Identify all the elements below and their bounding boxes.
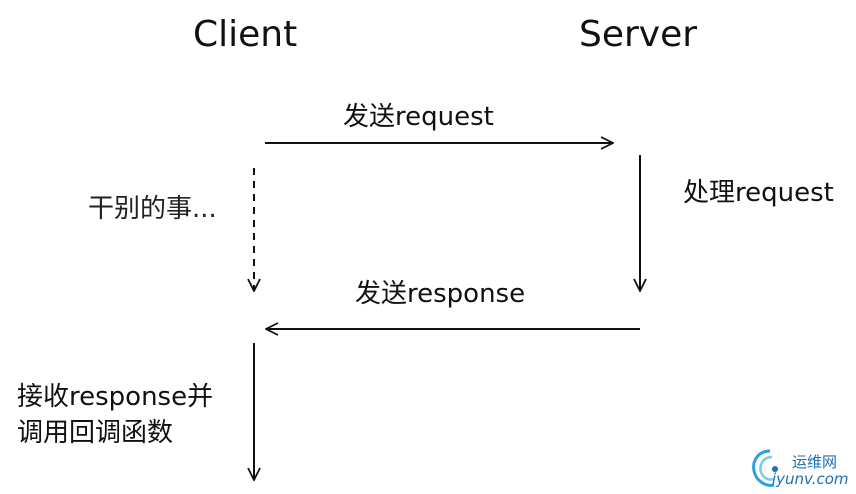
- receive-response-line2: 调用回调函数: [17, 418, 174, 448]
- server-title: Server: [579, 14, 698, 55]
- send-request-label: 发送request: [343, 102, 494, 132]
- watermark-domain: iyunv.com: [772, 470, 849, 488]
- send-response-label: 发送response: [355, 279, 526, 309]
- watermark-logo-icon: [752, 449, 778, 487]
- receive-response-label: 接收response并 调用回调函数: [17, 379, 213, 451]
- receive-response-line1: 接收response并: [17, 382, 214, 412]
- client-title: Client: [193, 14, 298, 55]
- do-other-things-label: 干别的事...: [88, 194, 217, 224]
- watermark: 运维网 iyunv.com: [750, 445, 854, 491]
- watermark-name: 运维网: [792, 453, 838, 471]
- process-request-label: 处理request: [683, 178, 834, 208]
